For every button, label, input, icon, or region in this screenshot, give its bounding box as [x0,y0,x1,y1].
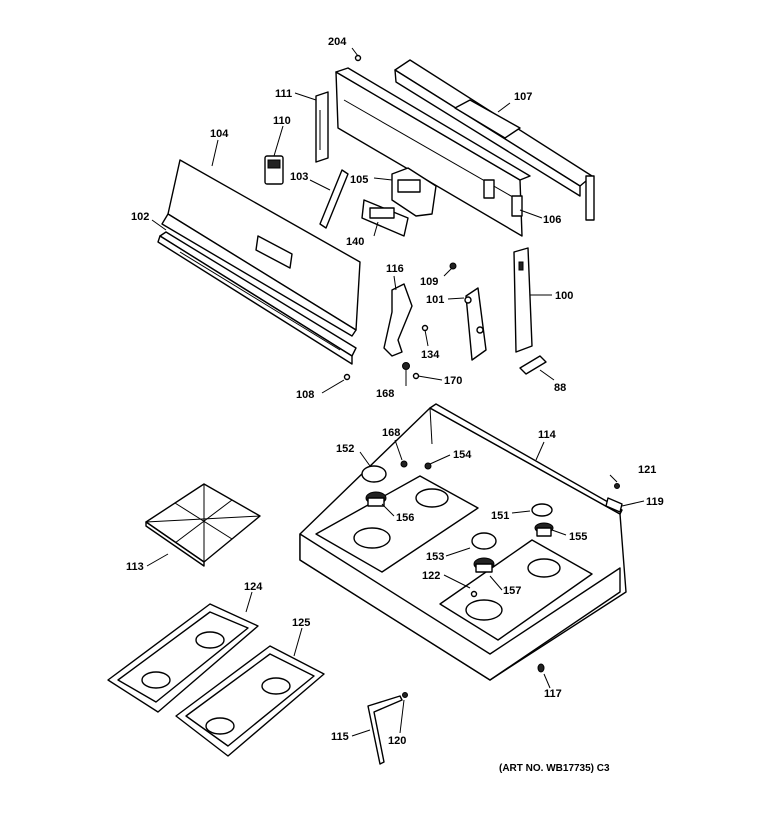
burner-head-157 [473,557,495,573]
label-125: 125 [292,617,310,629]
label-152: 152 [336,443,354,455]
label-100: 100 [555,290,573,302]
label-106: 106 [543,214,561,226]
label-140: 140 [346,236,364,248]
label-151: 151 [491,510,509,522]
clip-119 [605,497,623,513]
end-cap-116 [383,283,413,357]
label-168-bottom: 168 [382,427,400,439]
part-labels: 204 111 107 104 110 103 105 106 102 140 … [126,36,664,747]
nut-168a [402,362,410,370]
side-trim-100 [513,247,533,353]
label-122: 122 [422,570,440,582]
label-157: 157 [503,585,521,597]
screw-170 [412,372,420,380]
trim-cap-107 [394,59,595,221]
tube-103 [319,169,349,229]
label-134: 134 [421,349,440,361]
label-105: 105 [350,174,368,186]
label-156: 156 [396,512,414,524]
label-153: 153 [426,551,444,563]
label-170: 170 [444,375,462,387]
overlay-140 [361,199,409,237]
control-panel-104 [161,159,361,337]
rear-panel-106 [335,67,531,237]
drip-pan-124 [107,603,259,713]
label-117: 117 [544,688,562,700]
label-114: 114 [538,429,557,441]
leader-lines [146,47,645,737]
label-204: 204 [328,36,347,48]
strip-102 [157,231,357,365]
screw-204 [354,54,362,62]
label-119: 119 [646,496,664,508]
nut-168b [400,460,408,468]
screw-108 [343,373,351,381]
label-107: 107 [514,91,532,103]
screw-109 [449,262,457,270]
label-154: 154 [453,449,472,461]
label-88: 88 [554,382,566,394]
switch-110 [264,155,284,185]
label-121: 121 [638,464,656,476]
burner-cap-151 [531,503,553,517]
label-110: 110 [273,115,291,127]
label-116: 116 [386,263,404,275]
label-124: 124 [244,581,263,593]
label-108: 108 [296,389,314,401]
label-102: 102 [131,211,149,223]
electrode-122 [470,590,478,598]
label-101: 101 [426,294,444,306]
label-155: 155 [569,531,587,543]
burner-head-156 [365,491,387,507]
label-111: 111 [275,88,292,100]
label-120: 120 [388,735,406,747]
burner-cap-153 [471,532,497,550]
bracket-111 [315,91,329,163]
label-115: 115 [331,731,349,743]
label-103: 103 [290,171,308,183]
screw-134 [421,324,429,332]
grate-113 [145,483,261,567]
art-number: (ART NO. WB17735) C3 [499,763,610,774]
label-109: 109 [420,276,438,288]
clock-105 [391,167,437,217]
label-113: 113 [126,561,144,573]
bracket-101 [464,287,487,361]
label-168-top: 168 [376,388,394,400]
label-104: 104 [210,128,229,140]
drip-pan-125 [175,645,325,757]
foot-117 [537,663,545,673]
burner-cap-152 [361,465,387,483]
screw-121 [614,483,620,489]
cap-88 [519,355,547,375]
rod-115 [367,695,403,765]
burner-head-155 [534,522,554,537]
screw-120 [402,692,408,698]
electrode-154 [424,462,432,470]
